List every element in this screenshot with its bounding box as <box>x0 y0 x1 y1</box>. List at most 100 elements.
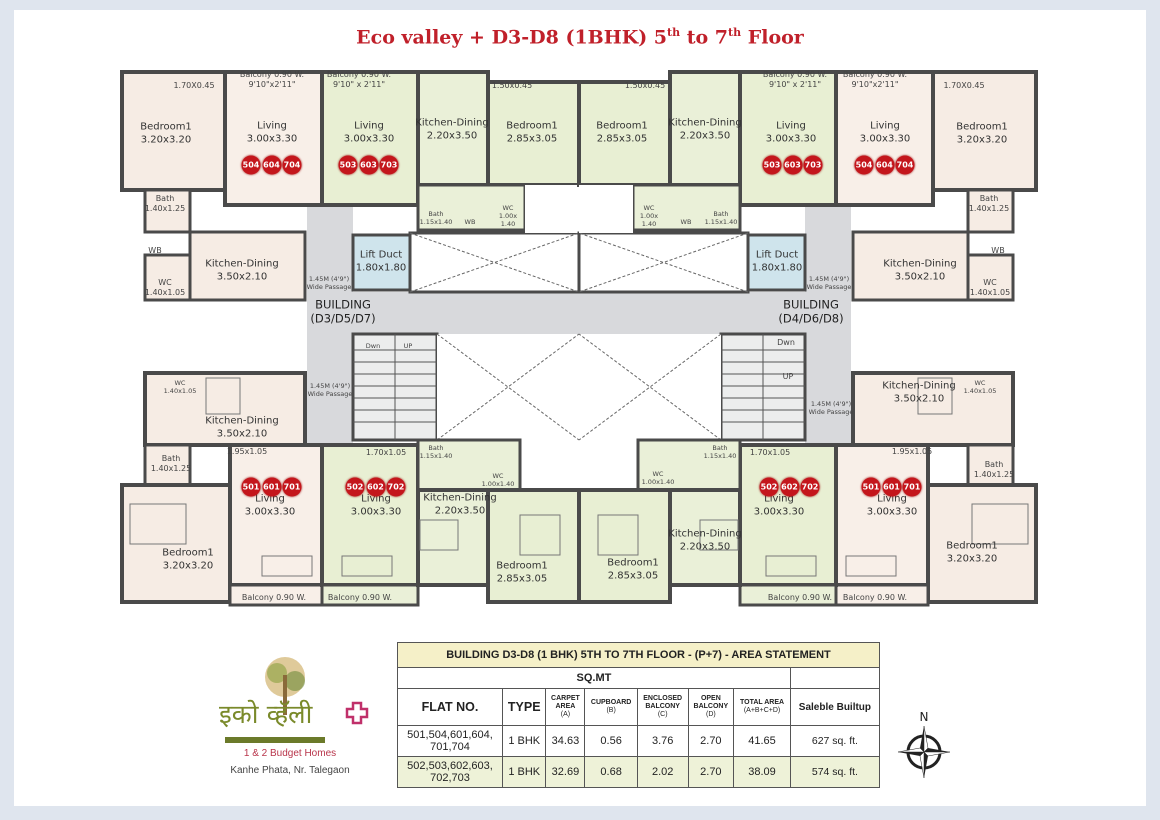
room-label: Living 3.00x3.30 <box>246 120 298 145</box>
flat-number-badge: 702 <box>386 477 406 497</box>
room-label: 1.95x1.05 <box>226 447 268 456</box>
room-label: Living 3.00x3.30 <box>765 120 817 145</box>
col-flat: FLAT NO. <box>397 688 503 726</box>
flat-number-badge: 501 <box>861 477 881 497</box>
room-label: 1.70x1.05 <box>365 448 407 457</box>
room-label: Living 3.00x3.30 <box>753 493 805 518</box>
flat-number-badge: 603 <box>359 155 378 175</box>
room-label: BUILDING (D4/D6/D8) <box>778 297 844 326</box>
room-label: WC 1.40x1.05 <box>969 278 1011 297</box>
room-label: 1.70x1.05 <box>749 448 791 457</box>
room-label: Living 3.00x3.30 <box>244 493 296 518</box>
flat-number-badge: 504 <box>241 155 261 175</box>
unit-header: SQ.MT <box>397 667 791 689</box>
flat-number-badge: 502 <box>759 477 779 497</box>
room-label: Bath 1.15x1.40 <box>703 443 737 460</box>
room-label: Kitchen-Dining 3.50x2.10 <box>205 258 279 283</box>
plan-title: Eco valley + D3-D8 (1BHK) 5th to 7th Flo… <box>356 26 804 49</box>
room-label: Bedroom1 2.85x3.05 <box>496 560 548 585</box>
room-label: Living 3.00x3.30 <box>350 493 402 518</box>
room-label: WB <box>991 246 1005 255</box>
room-label: 1.95x1.05 <box>891 447 933 456</box>
room-label: Living 3.00x3.30 <box>866 493 918 518</box>
col-enclosed: ENCLOSED BALCONY(C) <box>636 688 689 726</box>
room-label: WB <box>464 217 476 226</box>
room-label: Kitchen-Dining 2.20x3.50 <box>668 117 742 142</box>
plus-icon <box>345 701 369 725</box>
flat-number-badge: 601 <box>262 477 281 497</box>
room-label: 1.70X0.45 <box>173 81 215 90</box>
room-label: Balcony 0.90 W. 9'10"x2'11" <box>239 70 305 89</box>
room-label: Bedroom1 3.20x3.20 <box>956 121 1008 146</box>
flat-number-badge: 604 <box>875 155 894 175</box>
flat-number-badge: 501 <box>241 477 261 497</box>
flat-number-badge: 701 <box>902 477 922 497</box>
room-label: WC 1.00x1.40 <box>481 471 515 488</box>
room-label: 1.45M (4'9") Wide Passage <box>808 399 854 416</box>
col-cupboard: CUPBOARD(B) <box>584 688 638 726</box>
flat-number-badge: 702 <box>800 477 820 497</box>
room-label: Lift Duct 1.80x1.80 <box>355 249 407 274</box>
room-label: Bath 1.15x1.40 <box>419 209 453 226</box>
logo-hindi-text: इको व्हॅली <box>219 700 313 730</box>
table-row: 501,504,601,604, 701,704 1 BHK 34.63 0.5… <box>397 725 881 757</box>
flat-number-badge: 602 <box>780 477 799 497</box>
room-label: Balcony 0.90 W. 9'10" x 2'11" <box>326 70 392 89</box>
room-label: Bedroom1 2.85x3.05 <box>506 120 558 145</box>
col-type: TYPE <box>501 688 547 726</box>
north-compass: N <box>896 710 952 784</box>
table-title: BUILDING D3-D8 (1 BHK) 5TH TO 7TH FLOOR … <box>397 642 880 668</box>
room-label: WC 1.00x1.40 <box>641 469 675 486</box>
col-total: TOTAL AREA(A+B+C+D) <box>733 688 791 726</box>
room-label: Bedroom1 3.20x3.20 <box>162 547 214 572</box>
room-label: Balcony 0.90 W. 9'10"x2'11" <box>842 70 908 89</box>
logo-tagline-bar <box>225 737 325 743</box>
flat-number-badge: 601 <box>882 477 901 497</box>
room-label: Balcony 0.90 W. 9'10" x 2'11" <box>762 70 828 89</box>
room-label: WC 1.00x 1.40 <box>498 203 518 229</box>
flat-number-badge: 502 <box>345 477 365 497</box>
room-label: Bath 1.15x1.40 <box>704 209 738 226</box>
room-label: Kitchen-Dining 2.20x3.50 <box>415 117 489 142</box>
flat-number-badge: 603 <box>783 155 802 175</box>
room-label: 1.45M (4'9") Wide Passage <box>306 274 352 291</box>
flat-number-badge: 701 <box>282 477 302 497</box>
logo-line2: Kanhe Phata, Nr. Talegaon <box>230 765 350 776</box>
flat-number-badge: 703 <box>379 155 399 175</box>
room-label: BUILDING (D3/D5/D7) <box>310 297 376 326</box>
room-label: WC 1.40x1.05 <box>144 278 186 297</box>
room-label: WC 1.00x 1.40 <box>639 203 659 229</box>
room-label: Bedroom1 3.20x3.20 <box>140 121 192 146</box>
room-label: 1.70X0.45 <box>943 81 985 90</box>
eco-valley-logo: इको व्हॅली 1 & 2 Budget Homes Kanhe Phat… <box>205 655 375 780</box>
room-label: UP <box>403 341 413 350</box>
room-label: 1.50x0.45 <box>624 81 666 90</box>
room-label: UP <box>782 372 794 381</box>
compass-north-label: N <box>919 710 929 724</box>
room-label: Bath 1.40x1.25 <box>973 460 1015 479</box>
room-label: Dwn <box>365 341 381 350</box>
flat-number-badge: 503 <box>762 155 782 175</box>
room-label: Living 3.00x3.30 <box>343 120 395 145</box>
room-label: 1.50x0.45 <box>491 81 533 90</box>
room-label: Bath 1.40x1.25 <box>150 454 192 473</box>
table-row: 502,503,602,603, 702,703 1 BHK 32.69 0.6… <box>397 756 881 788</box>
room-label: Balcony 0.90 W. <box>767 593 833 602</box>
flat-number-badge: 602 <box>366 477 385 497</box>
room-label: WC 1.40x1.05 <box>963 378 997 395</box>
room-label: Bedroom1 2.85x3.05 <box>607 557 659 582</box>
area-statement-table: BUILDING D3-D8 (1 BHK) 5TH TO 7TH FLOOR … <box>397 642 881 788</box>
compass-rose-icon <box>897 725 951 779</box>
room-label: Kitchen-Dining 2.20x3.50 <box>423 492 497 517</box>
flat-number-badge: 704 <box>282 155 302 175</box>
room-label: WB <box>680 217 692 226</box>
logo-line1: 1 & 2 Budget Homes <box>243 748 337 759</box>
room-label: Bath 1.15x1.40 <box>419 443 453 460</box>
col-carpet: CARPET AREA(A) <box>545 688 586 726</box>
room-label: 1.45M (4'9") Wide Passage <box>307 381 353 398</box>
room-label: Balcony 0.90 W. <box>842 593 908 602</box>
flat-number-badge: 504 <box>854 155 874 175</box>
col-saleable: Saleble Builtup <box>789 688 881 726</box>
room-label: Kitchen-Dining 3.50x2.10 <box>205 415 279 440</box>
flat-number-badge: 503 <box>338 155 358 175</box>
